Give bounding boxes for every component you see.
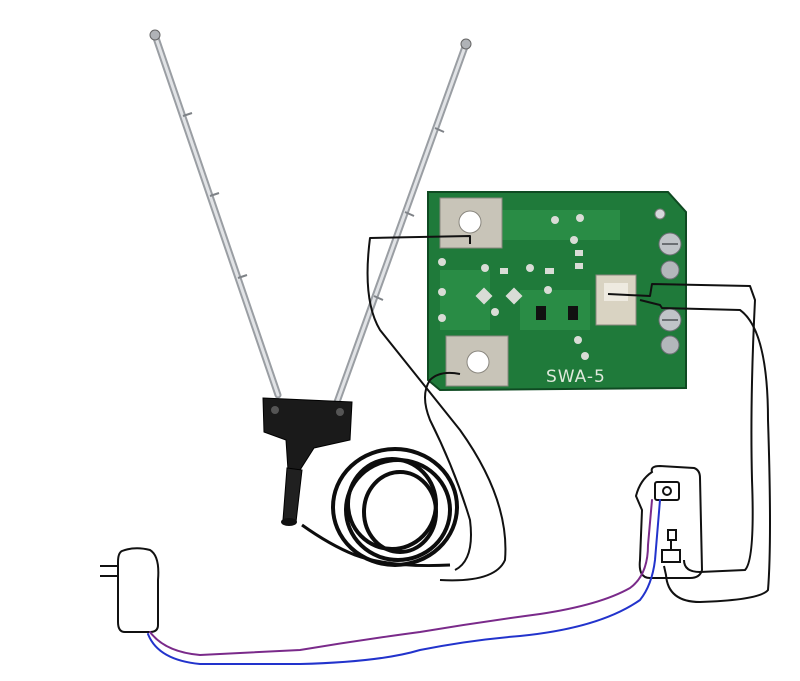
power-adapter-icon bbox=[117, 547, 160, 633]
output-wire-top bbox=[607, 283, 756, 573]
output-wire-bottom bbox=[639, 299, 771, 603]
left-rod-tip bbox=[149, 29, 161, 41]
coiled-coax-cable bbox=[301, 447, 459, 568]
input-wire-1 bbox=[366, 235, 507, 582]
power-injector-icon bbox=[634, 464, 704, 579]
sketch-wires bbox=[366, 235, 771, 603]
smd-components bbox=[438, 214, 589, 360]
input-wire-2 bbox=[424, 371, 472, 571]
mounting-screws bbox=[654, 208, 682, 355]
antenna-plug bbox=[282, 467, 303, 523]
right-rod-tip bbox=[460, 38, 472, 50]
power-injector bbox=[634, 464, 704, 579]
telescopic-antenna bbox=[149, 29, 472, 526]
power-adapter bbox=[100, 547, 160, 633]
board-label: SWA-5 bbox=[546, 367, 606, 387]
power-lead-negative bbox=[147, 499, 661, 665]
power-lead-positive bbox=[149, 499, 653, 657]
amplifier-board: SWA-5 bbox=[427, 191, 687, 392]
power-leads bbox=[147, 499, 661, 665]
